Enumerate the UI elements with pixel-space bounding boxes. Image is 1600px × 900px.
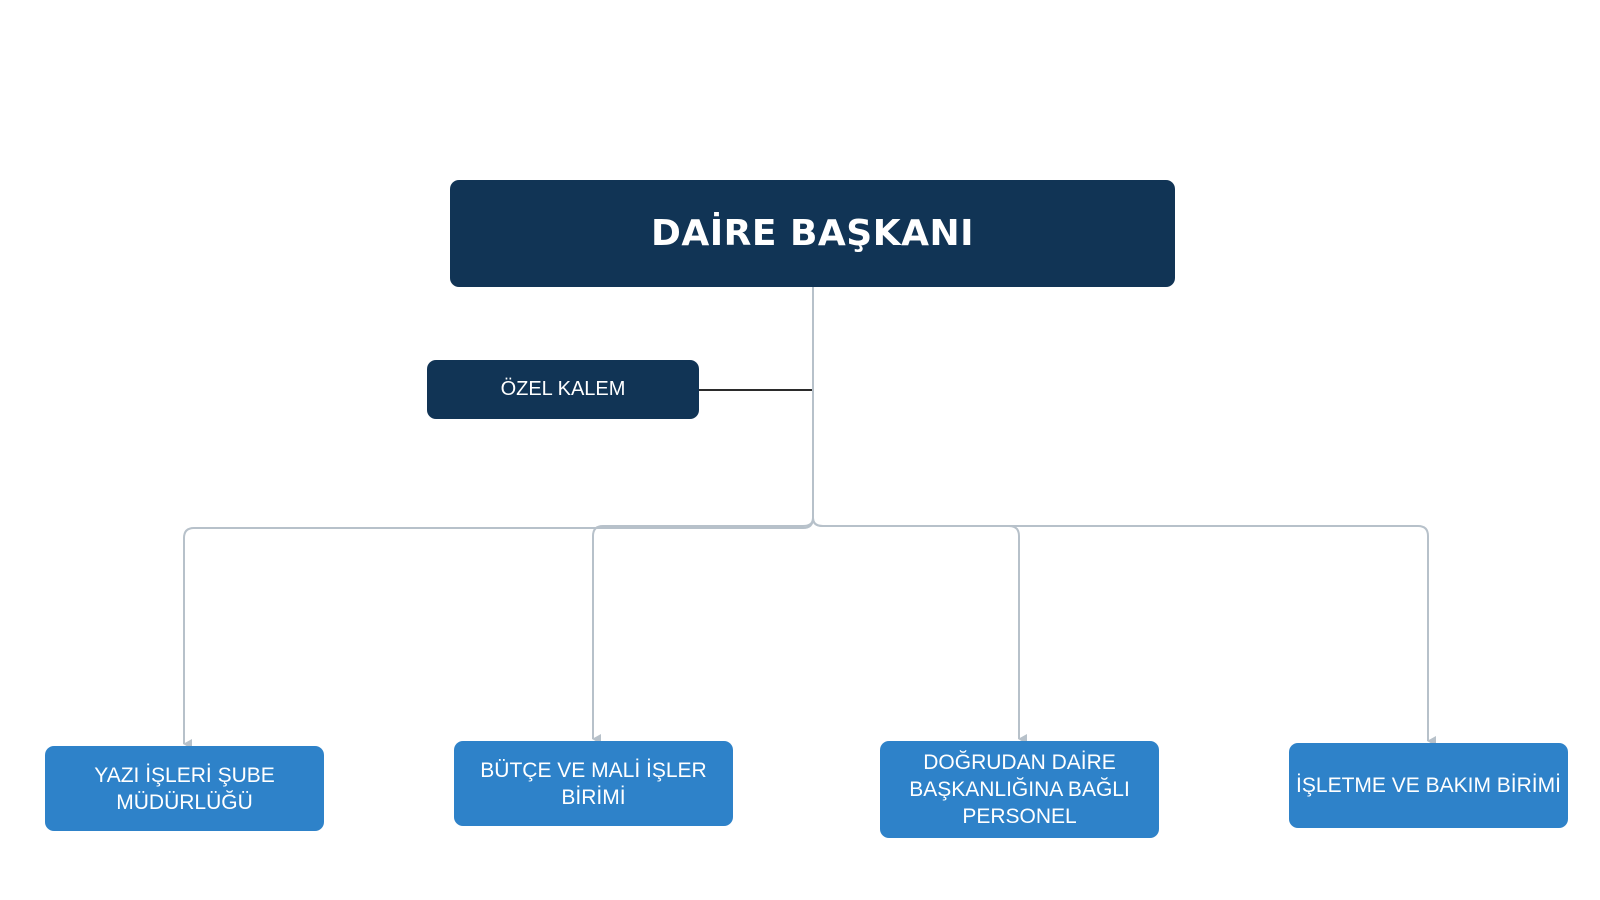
unit-box-dogrudan-personel: DOĞRUDAN DAİRE BAŞKANLIĞINA BAĞLI PERSON… bbox=[880, 741, 1159, 838]
branch-connector-4 bbox=[812, 517, 1436, 746]
ozel-kalem-box: ÖZEL KALEM bbox=[427, 360, 699, 419]
unit-label: YAZI İŞLERİ ŞUBE MÜDÜRLÜĞÜ bbox=[94, 763, 275, 814]
unit-label: DOĞRUDAN DAİRE BAŞKANLIĞINA BAĞLI PERSON… bbox=[909, 751, 1130, 828]
unit-label: BÜTÇE VE MALİ İŞLER BİRİMİ bbox=[480, 758, 707, 809]
daire-baskani-label: DAİRE BAŞKANI bbox=[651, 213, 974, 254]
ozel-kalem-label: ÖZEL KALEM bbox=[500, 378, 626, 400]
branch-connector-1 bbox=[183, 517, 814, 749]
daire-baskani-box: DAİRE BAŞKANI bbox=[450, 180, 1175, 287]
unit-label: İŞLETME VE BAKIM BİRİMİ bbox=[1296, 774, 1561, 797]
branch-connector-3 bbox=[812, 517, 1027, 744]
branch-connector-2 bbox=[592, 517, 814, 744]
unit-box-butce-mali-isler: BÜTÇE VE MALİ İŞLER BİRİMİ bbox=[454, 741, 733, 826]
unit-box-isletme-bakim: İŞLETME VE BAKIM BİRİMİ bbox=[1289, 743, 1568, 828]
unit-box-yazi-isleri: YAZI İŞLERİ ŞUBE MÜDÜRLÜĞÜ bbox=[45, 746, 324, 831]
